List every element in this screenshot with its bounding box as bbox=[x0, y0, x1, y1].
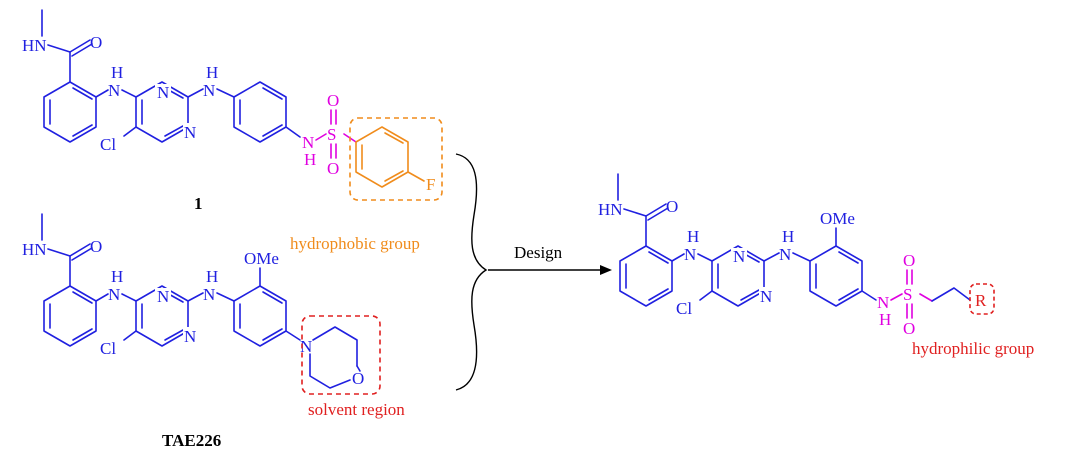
c1-sulfonyl-o-bot: O bbox=[327, 159, 339, 178]
c1-nh1-h: H bbox=[111, 63, 123, 82]
d-pyr-n2: N bbox=[760, 287, 772, 306]
d-chloro: Cl bbox=[676, 299, 692, 318]
d-nh2-h: H bbox=[782, 227, 794, 246]
hydrophilic-group-annotation: hydrophilic group bbox=[912, 339, 1034, 358]
c1-sulfonamide-n: N bbox=[302, 133, 314, 152]
c1-sulfonyl-o-top: O bbox=[327, 91, 339, 110]
d-sulfonamide-n: N bbox=[877, 293, 889, 312]
t-pyr-n2: N bbox=[184, 327, 196, 346]
t-carbonyl-o: O bbox=[90, 237, 102, 256]
c1-carbonyl-o: O bbox=[90, 33, 102, 52]
d-carbonyl-o: O bbox=[666, 197, 678, 216]
design-arrow-head bbox=[600, 265, 612, 275]
t-nh1-h: H bbox=[111, 267, 123, 286]
t-morpholine-n: N bbox=[300, 337, 312, 356]
hydrophobic-highlight-box bbox=[349, 117, 443, 201]
c1-pyr-n2: N bbox=[184, 123, 196, 142]
tae226-structure: HN O H N N N Cl H N OMe N bbox=[22, 213, 381, 450]
design-label: Design bbox=[514, 243, 563, 262]
c1-sulfonamide-h: H bbox=[304, 150, 316, 169]
d-pyr-n1: N bbox=[733, 247, 745, 266]
designed-compound-structure: HN O H N N N Cl H N OMe N bbox=[598, 173, 995, 338]
d-methoxy: OMe bbox=[820, 209, 855, 228]
hydrophobic-group-annotation: hydrophobic group bbox=[290, 234, 420, 253]
t-nh2-h: H bbox=[206, 267, 218, 286]
d-r-group: R bbox=[975, 291, 987, 310]
t-chloro: Cl bbox=[100, 339, 116, 358]
t-methoxy: OMe bbox=[244, 249, 279, 268]
t-pyr-n1: N bbox=[157, 287, 169, 306]
hydrophilic-highlight-box bbox=[969, 283, 995, 315]
d-sulfonyl-o-bot: O bbox=[903, 319, 915, 338]
c1-pyr-n1: N bbox=[157, 83, 169, 102]
t-nh1-n: N bbox=[108, 285, 120, 304]
c1-chloro: Cl bbox=[100, 135, 116, 154]
t-amide-nh: HN bbox=[22, 240, 47, 259]
tae226-label: TAE226 bbox=[162, 431, 221, 450]
t-nh2-n: N bbox=[203, 285, 215, 304]
c1-nh1-n: N bbox=[108, 81, 120, 100]
compound-1-structure: HN O H N N N Cl H N bbox=[22, 9, 443, 213]
t-morpholine-o: O bbox=[352, 369, 364, 388]
d-sulfonyl-o-top: O bbox=[903, 251, 915, 270]
d-nh2-n: N bbox=[779, 245, 791, 264]
d-sulfonamide-h: H bbox=[879, 310, 891, 329]
c1-nh2-h: H bbox=[206, 63, 218, 82]
merge-brace bbox=[455, 153, 488, 391]
solvent-region-annotation: solvent region bbox=[308, 400, 405, 419]
c1-nh2-n: N bbox=[203, 81, 215, 100]
d-nh1-h: H bbox=[687, 227, 699, 246]
c1-sulfur: S bbox=[327, 125, 336, 144]
c1-fluorine: F bbox=[426, 175, 435, 194]
c1-amide-nh: HN bbox=[22, 36, 47, 55]
solvent-region-highlight-box bbox=[301, 315, 381, 395]
d-amide-nh: HN bbox=[598, 200, 623, 219]
d-nh1-n: N bbox=[684, 245, 696, 264]
compound-1-label: 1 bbox=[194, 194, 203, 213]
d-sulfur: S bbox=[903, 285, 912, 304]
